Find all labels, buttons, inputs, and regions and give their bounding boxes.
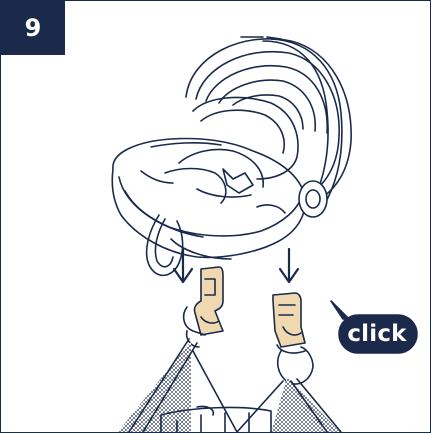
stroller-frame	[117, 339, 341, 432]
left-adapter	[184, 267, 223, 347]
right-adapter	[273, 293, 313, 384]
arrow-down-icon	[280, 249, 298, 282]
click-label: click	[337, 316, 417, 352]
step-number-badge: 9	[1, 1, 65, 55]
